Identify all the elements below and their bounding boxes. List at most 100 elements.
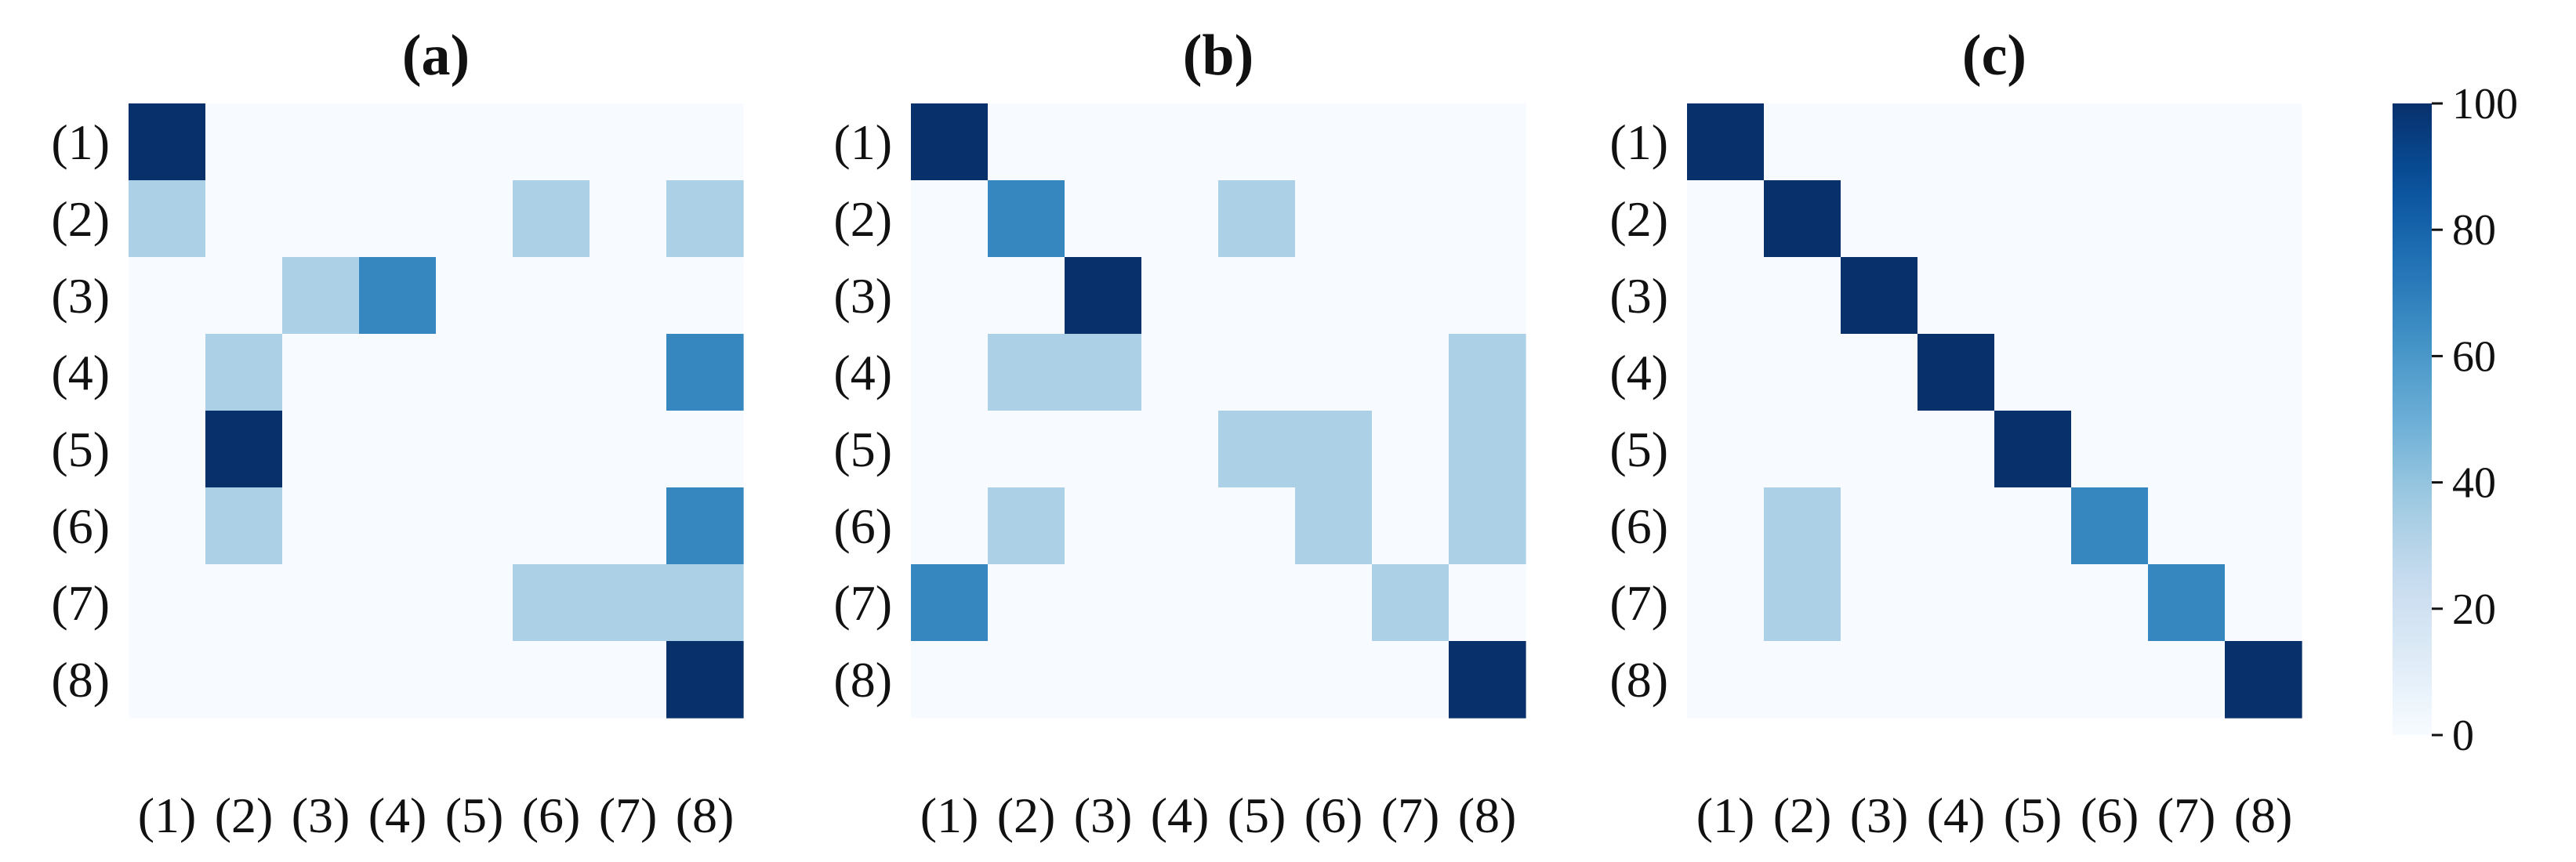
heatmap-cell [1065,103,1142,181]
heatmap-cell [1764,180,1841,258]
heatmap-cell [1141,487,1219,565]
heatmap-cell [1764,103,1841,181]
x-tick-label: (7) [2157,788,2216,843]
heatmap-cell [129,180,206,258]
heatmap-cell [1449,180,1526,258]
heatmap-cell [282,334,360,411]
heatmap-cell [2071,564,2149,642]
heatmap-cell [1841,334,1918,411]
heatmap-cell [436,180,513,258]
heatmap-cell [1141,180,1219,258]
heatmap-cell [359,180,437,258]
heatmap-cell [1218,180,1296,258]
heatmap-cell [1372,641,1449,719]
heatmap-cell [2148,411,2226,488]
heatmap-cell [359,641,437,719]
heatmap-cell [666,180,744,258]
y-tick-label: (5) [51,422,110,477]
y-tick-label: (3) [833,268,892,324]
y-tick-label: (8) [51,652,110,708]
heatmap-cell [2071,257,2149,335]
x-tick-label: (6) [2081,788,2139,843]
heatmap-cell [1994,180,2072,258]
heatmap-cell [911,180,989,258]
y-tick-label: (7) [833,575,892,631]
x-tick-label: (5) [445,788,504,843]
heatmap-cell [1917,641,1995,719]
colorbar-tick-label: 100 [2452,80,2518,129]
heatmap-cell [911,334,989,411]
heatmap-cell [1065,487,1142,565]
heatmap-panel-3: (c)(1)(2)(3)(4)(5)(6)(7)(8)(1)(2)(3)(4)(… [1609,24,2302,843]
heatmap-cell [2071,103,2149,181]
x-tick-label: (3) [1074,788,1133,843]
x-tick-label: (5) [1228,788,1286,843]
x-tick-label: (2) [215,788,274,843]
y-tick-label: (1) [51,114,110,170]
heatmap-cell [1449,334,1526,411]
heatmap-cell [666,103,744,181]
heatmap-cell [1141,641,1219,719]
heatmap-cell [2071,487,2149,565]
heatmap-cell [590,334,667,411]
colorbar-tick-label: 40 [2452,459,2496,508]
heatmap-cell [2148,103,2226,181]
heatmap-cell [590,103,667,181]
heatmap-cell [1687,564,1765,642]
heatmap-cell [1065,411,1142,488]
heatmap-cell [359,257,437,335]
heatmap-cell [2225,411,2302,488]
heatmap-cell [1065,180,1142,258]
heatmap-cell [911,487,989,565]
x-tick-label: (8) [2234,788,2293,843]
heatmap-cell [1218,103,1296,181]
heatmap-cell [1372,564,1449,642]
heatmap-cell [359,103,437,181]
heatmap-cell [513,103,590,181]
heatmap-cell [513,180,590,258]
heatmap-cell [1295,641,1373,719]
x-tick-label: (4) [368,788,427,843]
heatmap-cell [436,641,513,719]
heatmap-cell [1764,334,1841,411]
heatmap-cell [1141,411,1219,488]
heatmap-cell [2148,180,2226,258]
heatmap-cell [2225,257,2302,335]
heatmap-cell [1449,564,1526,642]
heatmap-cell [2071,411,2149,488]
heatmap-cell [129,103,206,181]
heatmap-cell [1449,411,1526,488]
heatmap-cell [129,641,206,719]
heatmap-cell [513,564,590,642]
heatmap-cell [2225,641,2302,719]
x-tick-label: (7) [1381,788,1440,843]
heatmap-cell [129,564,206,642]
y-tick-label: (6) [1609,498,1668,554]
y-tick-label: (1) [833,114,892,170]
x-tick-label: (3) [292,788,350,843]
heatmap-cell [436,334,513,411]
heatmap-cell [1372,257,1449,335]
x-tick-label: (4) [1151,788,1210,843]
y-tick-label: (4) [51,345,110,400]
heatmap-cell [911,103,989,181]
y-tick-label: (4) [1609,345,1668,400]
heatmap-cell [205,564,283,642]
heatmap-cell [205,180,283,258]
heatmap-cell [129,411,206,488]
heatmap-cell [911,257,989,335]
heatmap-cell [129,487,206,565]
y-tick-label: (3) [1609,268,1668,324]
heatmap-cell [1295,103,1373,181]
heatmap-cell [1764,257,1841,335]
heatmap-cell [1218,334,1296,411]
heatmap-cell [1295,411,1373,488]
heatmap-cell [205,487,283,565]
heatmap-cell [1295,257,1373,335]
heatmap-cell [1449,257,1526,335]
heatmap-cell [2225,487,2302,565]
heatmap-cell [590,487,667,565]
heatmap-cell [1841,564,1918,642]
heatmap-cell [988,641,1065,719]
